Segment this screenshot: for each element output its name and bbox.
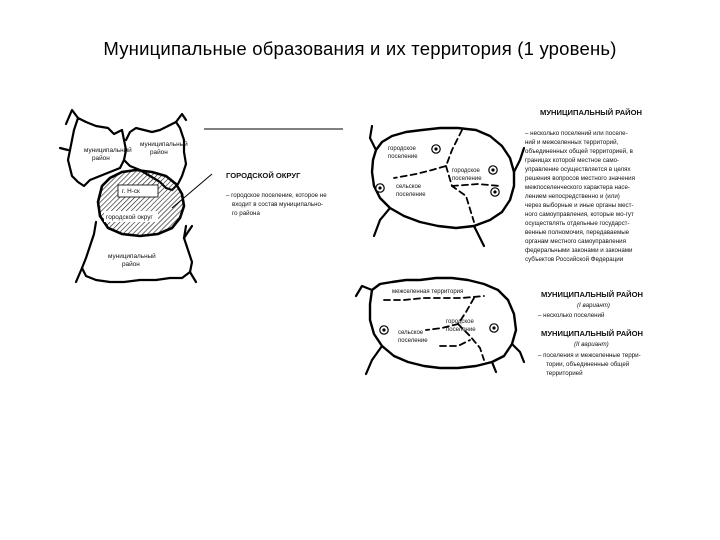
mr-right-label-1: муниципальный <box>140 140 188 148</box>
mr3-sp-label-a: сельское <box>398 330 424 336</box>
mr-heading: МУНИЦИПАЛЬНЫЙ РАЙОН <box>540 108 642 117</box>
diagram-2-map <box>368 124 526 248</box>
city-label-box <box>117 184 159 198</box>
mr-right-label-2: район <box>150 148 168 156</box>
city-label: г. Н-ск <box>122 188 140 195</box>
mr2-boundary <box>370 126 516 230</box>
gp-label-1a: городское <box>388 146 416 152</box>
mr-left-label-1: муниципальный <box>84 146 132 154</box>
sp-label-a: сельское <box>396 184 422 190</box>
mr-text-line: решения вопросов местного значения <box>525 175 635 182</box>
gp-label-2b: поселение <box>452 176 482 182</box>
mr-text-line: субъектов Российской Федерации <box>525 256 624 263</box>
mr-v2-heading: МУНИЦИПАЛЬНЫЙ РАЙОН <box>541 329 643 338</box>
diagram-2-labels: городское поселение городское поселение … <box>388 146 482 198</box>
sp-label-b: поселение <box>396 192 426 198</box>
mr-left-boundary <box>66 116 128 188</box>
mr-text-line: межпоселенческого характера насе- <box>525 184 630 191</box>
mr-text-line: через выборные и иные органы мест- <box>525 202 634 209</box>
mr-text-line: ного самоуправления, которые мо-гут <box>525 211 634 218</box>
mr-text-line: венные полномочия, передаваемые <box>525 229 630 236</box>
mr-v1-variant: (I вариант) <box>577 302 610 309</box>
mr-bottom-label-2: район <box>122 260 140 268</box>
mr3-gp-label-a: городское <box>446 319 474 325</box>
mr-v2-text-3: территорией <box>546 370 583 377</box>
diagram-2-text: МУНИЦИПАЛЬНЫЙ РАЙОН – несколько поселени… <box>525 108 642 263</box>
mr-text-line: осуществлять отдельные государст- <box>525 220 630 227</box>
diagram-3-map <box>354 276 526 376</box>
mt-label: межселенная территория <box>392 289 463 295</box>
diagram-3-markers <box>379 323 499 335</box>
go-text-3: го района <box>232 210 260 217</box>
mr-v2-variant: (II вариант) <box>574 341 609 348</box>
mr-v2-text-2: тории, объединенные общей <box>546 361 630 368</box>
diagram-1-map <box>58 108 198 284</box>
go-heading: ГОРОДСКОЙ ОКРУГ <box>226 171 301 180</box>
mr-v1-heading: МУНИЦИПАЛЬНЫЙ РАЙОН <box>541 290 643 299</box>
mr-text-line: границах которой местное само- <box>525 157 619 164</box>
mr-text-line: управление осуществляется в целях <box>525 166 632 173</box>
slide-title: Муниципальные образования и их территори… <box>103 38 617 59</box>
mr-text-line: федеральными законами и законами <box>525 247 633 254</box>
mr-text-line: лением непосредственно и (или) <box>525 193 620 200</box>
diagram-3-labels: межселенная территория городское поселен… <box>392 289 476 344</box>
go-text-1: – городское поселение, которое не <box>226 192 327 199</box>
go-label: городской округ <box>106 213 153 221</box>
gp-label-2a: городское <box>452 168 480 174</box>
go-pointer-line <box>171 173 213 209</box>
mr-left-label-2: район <box>92 154 110 162</box>
mr-bottom-boundary <box>80 220 194 284</box>
diagram-1-text: ГОРОДСКОЙ ОКРУГ – городское поселение, к… <box>226 171 327 217</box>
urban-district-area <box>96 168 186 238</box>
mr-text-line: объединенных общей территорией, в <box>525 148 634 155</box>
mr-v2-text-1: – поселения и межселенные терри- <box>538 352 641 359</box>
mr-bottom-label-1: муниципальный <box>108 252 156 260</box>
mr-text-line: – несколько поселений или поселе- <box>525 130 628 137</box>
gp-label-1b: поселение <box>388 154 418 160</box>
mr-text-line: органам местного самоуправления <box>525 238 626 245</box>
go-text-2: входит в состав муниципально- <box>232 201 323 208</box>
mr-v1-text: – несколько поселений <box>538 312 605 319</box>
go-label-box <box>104 211 158 222</box>
diagram-1-labels: муниципальный район муниципальный район … <box>84 140 188 268</box>
mr3-gp-label-b: поселение <box>446 327 476 333</box>
mr3-sp-label-b: поселение <box>398 338 428 344</box>
diagram-2-markers <box>375 144 500 197</box>
diagram-3-text: МУНИЦИПАЛЬНЫЙ РАЙОН (I вариант) – нескол… <box>538 290 643 377</box>
mr-text-line: ний и межселенных территорий, <box>525 139 619 146</box>
